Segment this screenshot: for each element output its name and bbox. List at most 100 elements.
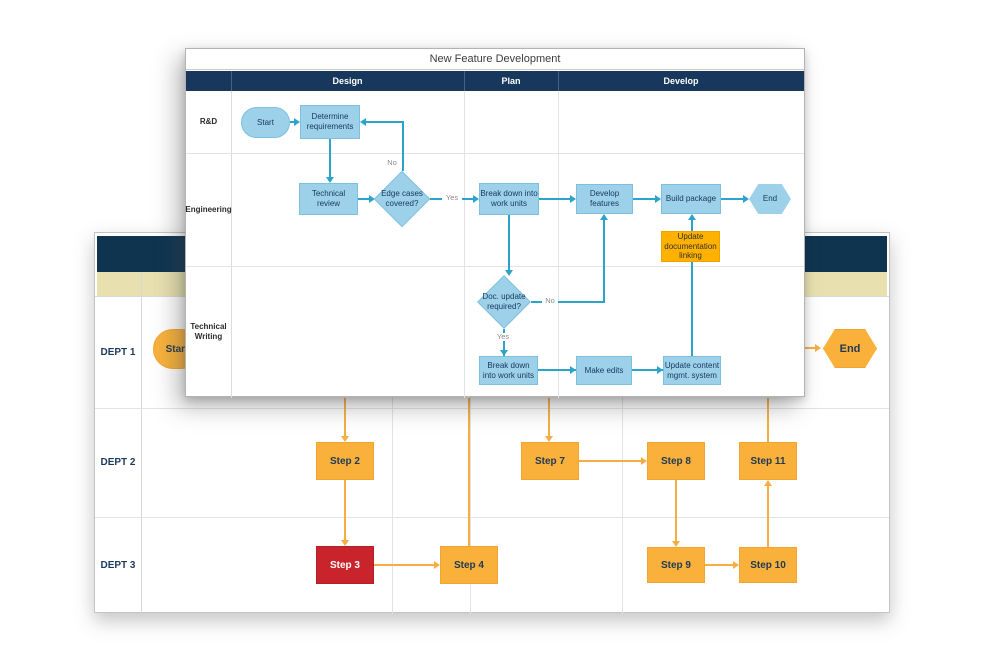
- connector-breakdowntw-makeedits: [538, 369, 576, 371]
- edge-label-yes-doc: Yes: [492, 333, 514, 341]
- bg-label-divider: [141, 272, 142, 614]
- bg-end-node[interactable]: End: [823, 329, 877, 368]
- arrowhead: [326, 177, 334, 183]
- connector-step9-step10: [705, 564, 735, 566]
- connector-step8-step9: [675, 480, 677, 541]
- feature-dev-diagram-card: New Feature Development Design Plan Deve…: [185, 48, 805, 398]
- connector-no-doc-v: [603, 218, 605, 303]
- arrowhead: [500, 350, 508, 356]
- connector-no-loop-v: [402, 122, 404, 171]
- arrowhead: [434, 561, 440, 569]
- lane-label-dept1: DEPT 1: [100, 346, 136, 358]
- bg-row-line-2: [95, 517, 889, 518]
- make-edits-node[interactable]: Make edits: [576, 356, 632, 385]
- arrowhead: [505, 270, 513, 276]
- determine-requirements-node[interactable]: Determine requirements: [300, 105, 360, 139]
- connector-to-step2: [344, 398, 346, 438]
- bg-col-divider-3: [622, 296, 623, 614]
- connector-to-step7: [548, 398, 550, 436]
- connector-start-determine: [290, 121, 296, 123]
- connector-updatedoc-build: [691, 218, 693, 231]
- step9-node[interactable]: Step 9: [647, 547, 705, 583]
- connector-no-doc-h: [531, 301, 604, 303]
- connector-techreview-diamond: [358, 198, 372, 200]
- lane-label-dept2: DEPT 2: [100, 457, 136, 468]
- connector-updatecontent-updatedoc: [691, 262, 693, 356]
- header-separator: [231, 71, 232, 91]
- bg-col-divider-2: [470, 296, 471, 614]
- arrowhead: [764, 480, 772, 486]
- edge-cases-decision-label: Edge cases covered?: [381, 189, 423, 208]
- arrowhead: [360, 118, 366, 126]
- connector-determine-techreview: [329, 139, 331, 179]
- bg-row-line-1: [95, 408, 889, 409]
- arrowhead: [600, 214, 608, 220]
- connector-step4-vertical: [468, 398, 470, 546]
- edge-label-no-loop: No: [387, 158, 397, 167]
- step3-node[interactable]: Step 3: [316, 546, 374, 584]
- step8-node[interactable]: Step 8: [647, 442, 705, 480]
- connector-build-end: [721, 198, 745, 200]
- connector-makeedits-updatecontent: [632, 369, 663, 371]
- arrowhead: [657, 366, 663, 374]
- arrowhead: [570, 366, 576, 374]
- bg-col-divider-1: [392, 296, 393, 614]
- fg-end-node[interactable]: End: [749, 184, 791, 214]
- arrowhead: [672, 541, 680, 547]
- lane-label-engineering: Engineering: [185, 204, 232, 214]
- arrowhead: [815, 344, 821, 352]
- develop-features-node[interactable]: Develop features: [576, 184, 633, 214]
- edge-label-no-doc: No: [542, 297, 558, 305]
- lane-label-technical-writing: Technical Writing: [190, 322, 227, 341]
- step10-node[interactable]: Step 10: [739, 547, 797, 583]
- step7-node[interactable]: Step 7: [521, 442, 579, 480]
- lane-label-rnd: R&D: [199, 117, 218, 126]
- arrowhead: [294, 118, 300, 126]
- fg-row-line-1: [186, 153, 804, 154]
- connector-step7-step8: [579, 460, 643, 462]
- column-header-plan: Plan: [501, 76, 521, 86]
- build-package-node[interactable]: Build package: [661, 184, 721, 214]
- column-header-design: Design: [332, 76, 363, 86]
- connector-step3-step4: [374, 564, 436, 566]
- step4-node[interactable]: Step 4: [440, 546, 498, 584]
- connector-breakdown-docdiamond: [508, 215, 510, 272]
- header-separator: [558, 71, 559, 91]
- connector-to-end: [801, 347, 817, 349]
- arrowhead: [369, 195, 375, 203]
- edge-label-yes-edge: Yes: [442, 194, 462, 202]
- arrowhead: [341, 436, 349, 442]
- connector-no-loop-h: [365, 121, 404, 123]
- update-content-node[interactable]: Update content mgmt. system: [663, 356, 721, 385]
- fg-header-band: [186, 71, 804, 91]
- fg-label-divider: [231, 91, 232, 398]
- arrowhead: [341, 540, 349, 546]
- breakdown-work-units-eng-node[interactable]: Break down into work units: [479, 183, 539, 215]
- arrowhead: [570, 195, 576, 203]
- step11-node[interactable]: Step 11: [739, 442, 797, 480]
- arrowhead: [743, 195, 749, 203]
- arrowhead: [473, 195, 479, 203]
- fg-col-divider-1: [464, 91, 465, 398]
- fg-start-node[interactable]: Start: [241, 107, 290, 138]
- connector-yes-doc: [503, 329, 505, 356]
- arrowhead: [641, 457, 647, 465]
- arrowhead: [655, 195, 661, 203]
- step2-node[interactable]: Step 2: [316, 442, 374, 480]
- diagram-title: New Feature Development: [186, 49, 804, 70]
- technical-review-node[interactable]: Technical review: [299, 183, 358, 215]
- doc-update-decision-label: Doc. update required?: [482, 292, 526, 311]
- lane-label-dept3: DEPT 3: [100, 560, 136, 571]
- connector-step10-step11: [767, 486, 769, 547]
- arrowhead: [733, 561, 739, 569]
- connector-breakdown-develop: [539, 198, 572, 200]
- arrowhead: [545, 436, 553, 442]
- header-separator: [464, 71, 465, 91]
- breakdown-work-units-tw-node[interactable]: Break down into work units: [479, 356, 538, 385]
- arrowhead: [688, 214, 696, 220]
- connector-step2-step3: [344, 480, 346, 540]
- update-doc-linking-node[interactable]: Update documentation linking: [661, 231, 720, 262]
- fg-col-divider-2: [558, 91, 559, 398]
- connector-develop-build: [633, 198, 657, 200]
- column-header-develop: Develop: [663, 76, 699, 86]
